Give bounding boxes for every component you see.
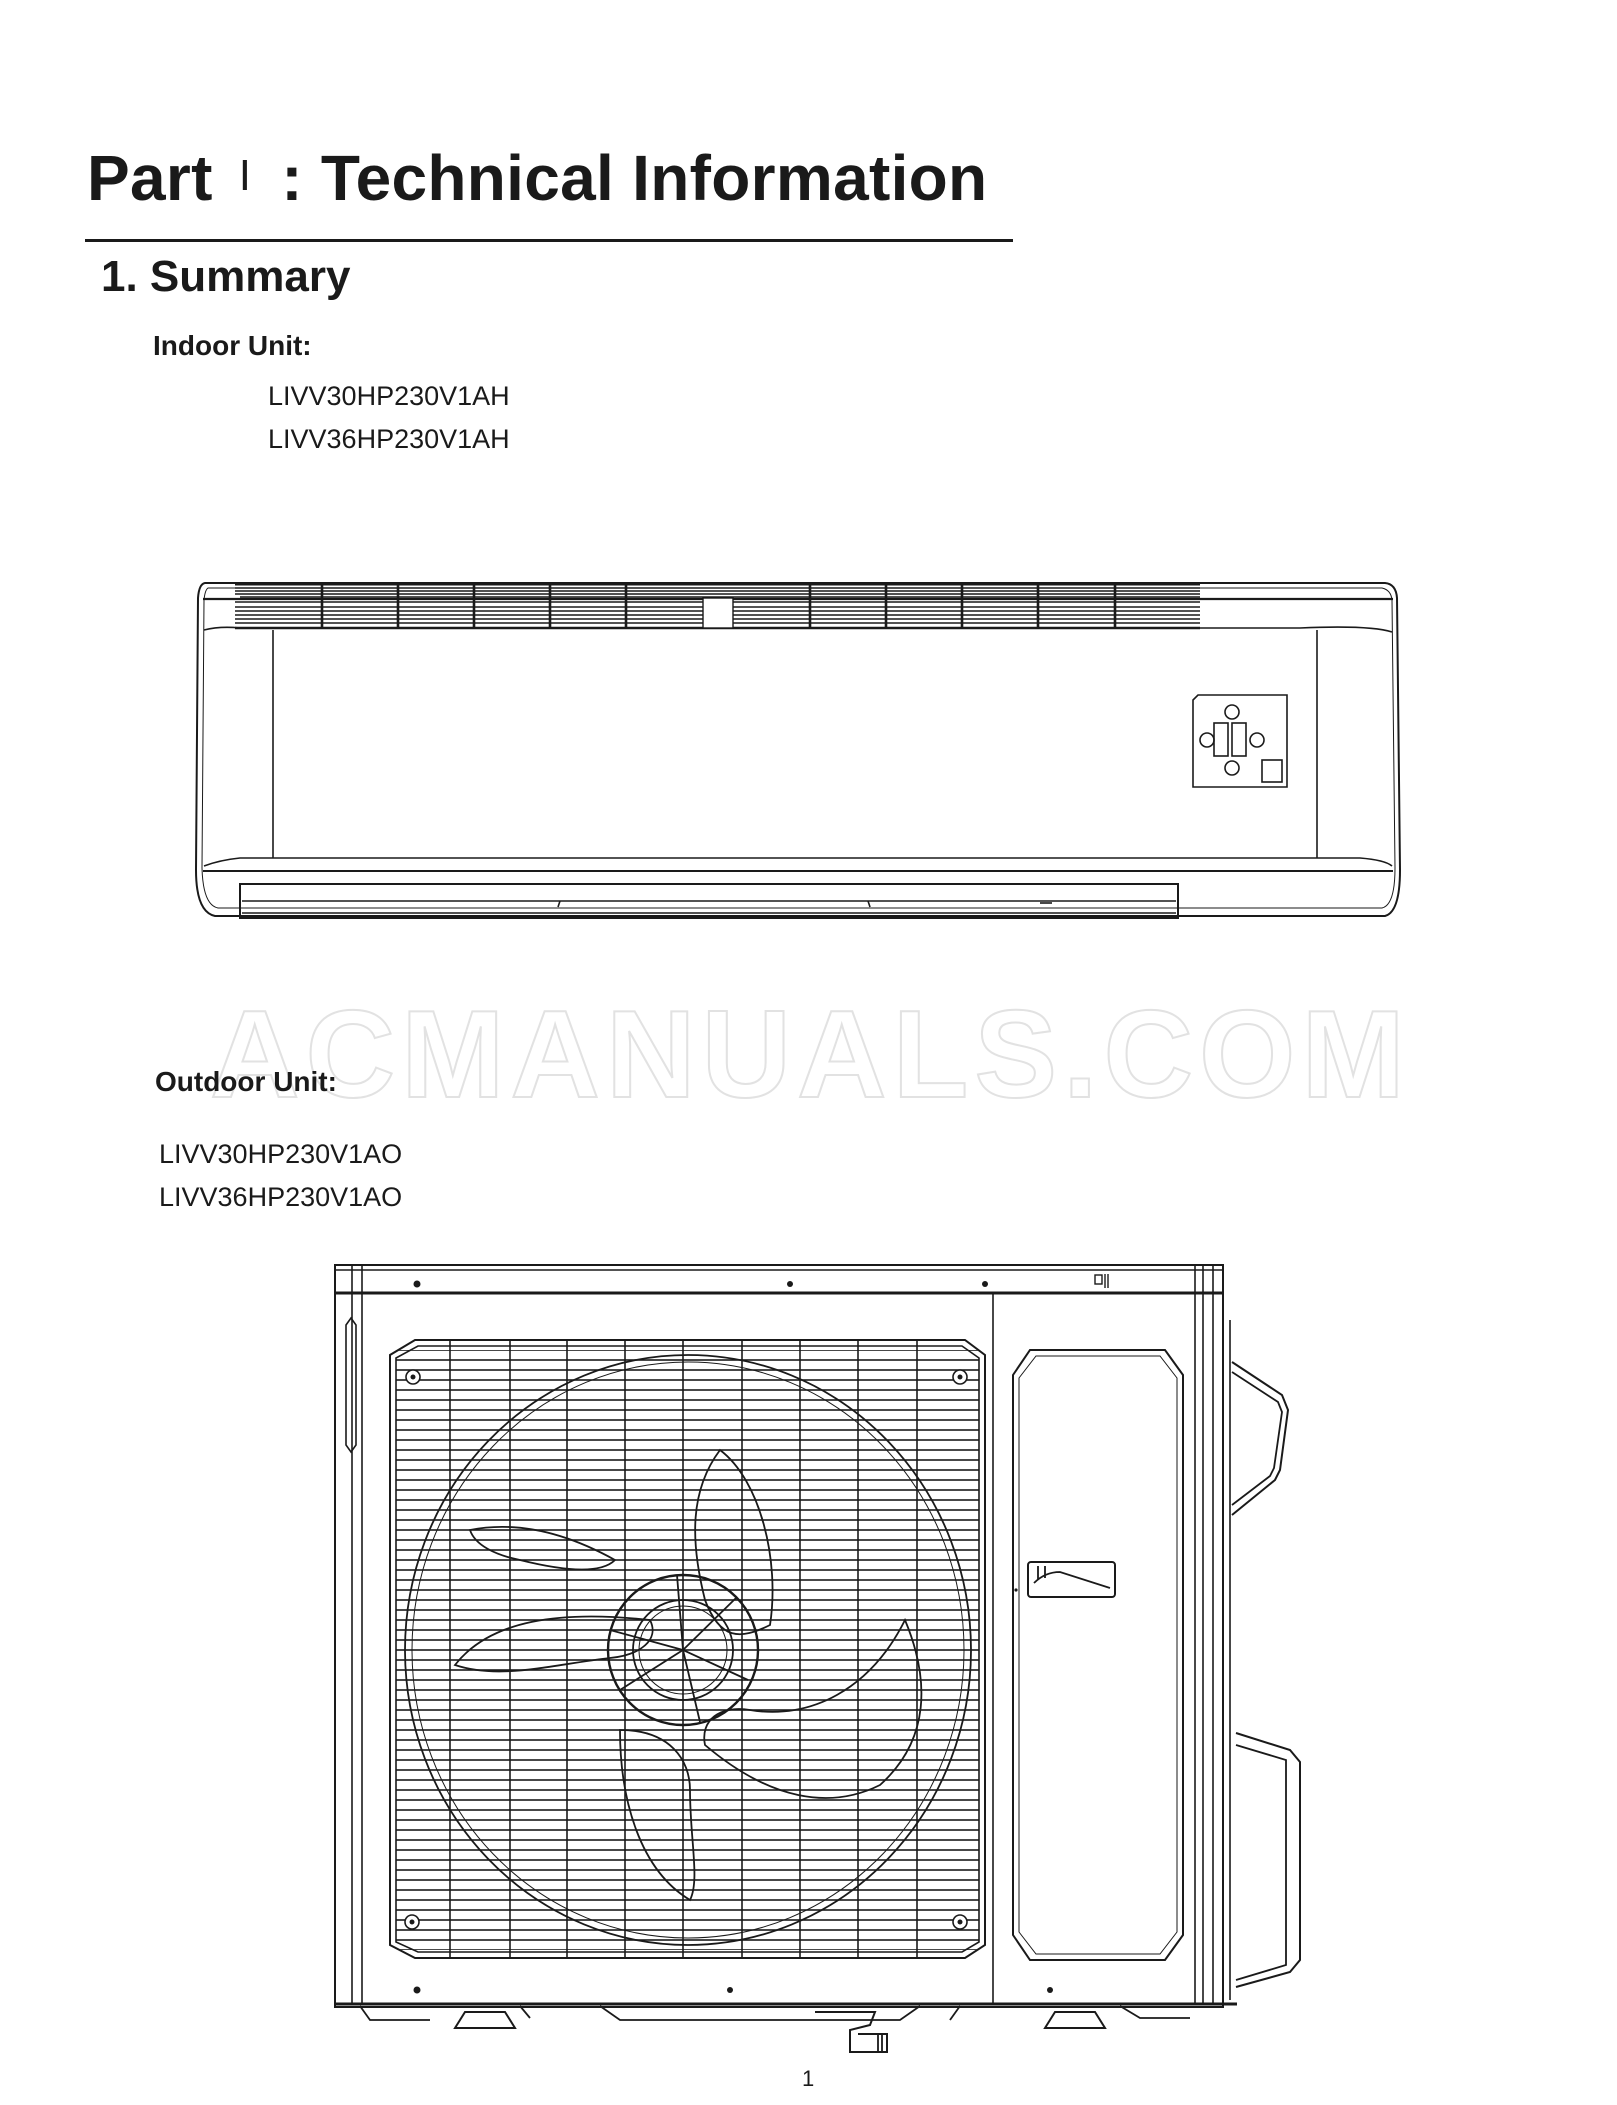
section-heading: 1. Summary (101, 252, 351, 301)
page-title: Part I : Technical Information (87, 140, 987, 214)
part-numeral: I (238, 151, 252, 200)
title-rule-divider (85, 239, 1013, 242)
page-number: 1 (802, 2066, 815, 2091)
outdoor-model-1: LIVV30HP230V1AO (159, 1139, 403, 1169)
indoor-model-2: LIVV36HP230V1AH (268, 424, 510, 454)
watermark-text: ACMANUALS.COM (209, 986, 1411, 1124)
indoor-model-1: LIVV30HP230V1AH (268, 381, 510, 411)
part-label: Part (87, 142, 213, 214)
title-text: : Technical Information (281, 142, 988, 214)
outdoor-model-2: LIVV36HP230V1AO (159, 1182, 403, 1212)
outdoor-unit-heading: Outdoor Unit: (155, 1066, 337, 1097)
indoor-unit-heading: Indoor Unit: (153, 330, 312, 361)
